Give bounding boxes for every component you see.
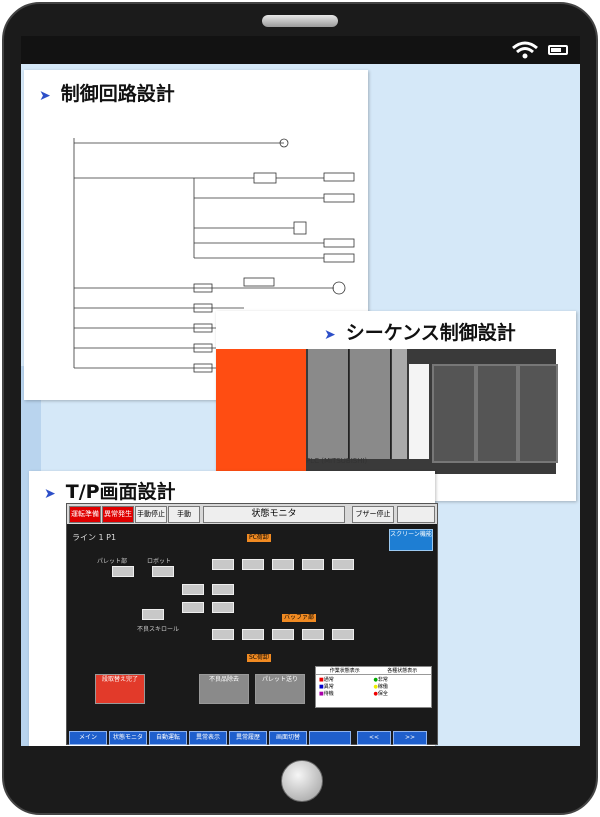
- hmi-changeover-button[interactable]: 段取替え完了: [95, 674, 145, 704]
- hmi-node[interactable]: [182, 584, 204, 595]
- plc-caption: PLC (MITSUBISHI): [306, 457, 368, 465]
- legend-item: ●保全: [373, 691, 388, 697]
- hmi-title: 状態モニタ: [203, 506, 345, 523]
- legend-header: 作業状態表示 各種状態表示: [316, 667, 431, 675]
- hmi-node[interactable]: [272, 629, 294, 640]
- control-circuit-title: ➤制御回路設計: [39, 83, 175, 105]
- hmi-alarm-history-button[interactable]: 異常履歴: [229, 731, 267, 745]
- circuit-diagram: [73, 138, 355, 373]
- plc-module: [476, 364, 518, 463]
- home-button[interactable]: [281, 760, 323, 802]
- hmi-page-label: ライン 1 P1: [72, 533, 117, 542]
- hmi-blank-button[interactable]: [397, 506, 435, 523]
- hmi-node[interactable]: [152, 566, 174, 577]
- hmi-status-button[interactable]: 運転準備: [69, 506, 101, 523]
- wifi-icon: [512, 41, 538, 59]
- arrow-bullet-icon: ➤: [44, 486, 56, 502]
- plc-image: [216, 349, 558, 474]
- legend-items: ■通常 ●非常 ■異常 ●稼働 ■待機 ●保全: [316, 675, 431, 698]
- hmi-bottom-bar: メイン 状態モニタ 自動運転 異常表示 異常履歴 画面切替 << >>: [67, 730, 437, 745]
- tp-screen-panel: ➤T/P画面設計 運転準備 異常発生 手動停止 手動 状態モニタ ブザー停止 ラ…: [29, 471, 438, 746]
- plc-module: [350, 349, 391, 459]
- legend-item: ■通常: [319, 677, 334, 683]
- legend-item: ●稼働: [373, 684, 388, 690]
- hmi-node[interactable]: [242, 559, 264, 570]
- hmi-buffer-tag: バッファ部: [282, 614, 317, 622]
- legend-item: ■待機: [319, 691, 334, 697]
- legend-item: ■異常: [319, 684, 334, 690]
- plc-module: [518, 364, 558, 463]
- hmi-top-bar: 運転準備 異常発生 手動停止 手動 状態モニタ ブザー停止: [67, 504, 437, 524]
- legend-item: ●非常: [373, 677, 388, 683]
- hmi-help-button[interactable]: スクリーン機能: [389, 529, 433, 551]
- arrow-bullet-icon: ➤: [324, 327, 336, 343]
- arrow-bullet-icon: ➤: [39, 88, 51, 104]
- hmi-pallet-feed-button[interactable]: パレット送り: [255, 674, 305, 704]
- plc-orange-module: [216, 349, 306, 474]
- hmi-node[interactable]: [212, 559, 234, 570]
- plc-module: [308, 349, 349, 459]
- hmi-robot-label: ロボット: [147, 558, 172, 565]
- hmi-node[interactable]: [332, 629, 354, 640]
- hmi-node[interactable]: [302, 559, 324, 570]
- speaker-grille: [262, 15, 338, 27]
- hmi-alarm-button[interactable]: 異常発生: [102, 506, 134, 523]
- hmi-node[interactable]: [332, 559, 354, 570]
- battery-icon: [548, 45, 568, 55]
- sequence-control-panel: ➤シーケンス制御設計 PLC (MITSUBISHI): [216, 311, 576, 501]
- hmi-legend: 作業状態表示 各種状態表示 ■通常 ●非常 ■異常 ●稼働 ■待機 ●保全: [315, 666, 432, 708]
- tp-screen-title: ➤T/P画面設計: [44, 481, 176, 503]
- hmi-node[interactable]: [112, 566, 134, 577]
- hmi-stop-button[interactable]: 手動停止: [135, 506, 167, 523]
- hmi-node[interactable]: [182, 602, 204, 613]
- hmi-manual-button[interactable]: 手動: [168, 506, 200, 523]
- hmi-reject-button[interactable]: 不良品除去: [199, 674, 249, 704]
- hmi-node[interactable]: [142, 609, 164, 620]
- hmi-node[interactable]: [212, 584, 234, 595]
- hmi-prev-button[interactable]: <<: [357, 731, 391, 745]
- sequence-control-title: ➤シーケンス制御設計: [324, 322, 516, 344]
- hmi-pc-tag: PC荷卸: [247, 534, 271, 542]
- hmi-buzzer-button[interactable]: ブザー停止: [352, 506, 394, 523]
- hmi-next-button[interactable]: >>: [393, 731, 427, 745]
- plc-module: [409, 364, 429, 459]
- hmi-blank-bottom-button[interactable]: [309, 731, 351, 745]
- hmi-auto-button[interactable]: 自動運転: [149, 731, 187, 745]
- hmi-sc-tag: SC荷卸: [247, 654, 271, 662]
- plc-module: [392, 349, 407, 459]
- hmi-screen-switch-button[interactable]: 画面切替: [269, 731, 307, 745]
- hmi-main-button[interactable]: メイン: [69, 731, 107, 745]
- hmi-alarm-display-button[interactable]: 異常表示: [189, 731, 227, 745]
- hmi-node[interactable]: [272, 559, 294, 570]
- hmi-monitor-button[interactable]: 状態モニタ: [109, 731, 147, 745]
- tablet-screen: ➤制御回路設計: [21, 36, 580, 746]
- status-bar: [21, 36, 580, 64]
- hmi-node[interactable]: [302, 629, 324, 640]
- hmi-pallet-label: パレット部: [97, 558, 128, 565]
- hmi-scroll-label: 不良スキロール: [137, 626, 180, 633]
- plc-module: [432, 364, 476, 463]
- hmi-node[interactable]: [212, 602, 234, 613]
- hmi-node[interactable]: [212, 629, 234, 640]
- hmi-screen: 運転準備 異常発生 手動停止 手動 状態モニタ ブザー停止 ライン 1 P1 ス…: [66, 503, 438, 745]
- hmi-node[interactable]: [242, 629, 264, 640]
